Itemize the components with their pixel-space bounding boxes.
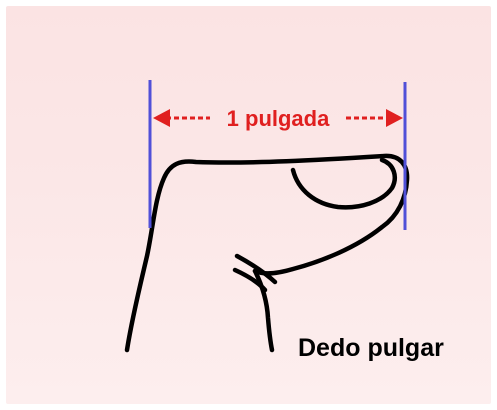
thumb-back-edge — [124, 153, 410, 353]
arrowhead-right-icon — [386, 109, 403, 127]
diagram-panel — [6, 6, 491, 404]
caption-label: Dedo pulgar — [298, 334, 444, 362]
arrowhead-left-icon — [153, 109, 170, 127]
thumb-outline-icon — [124, 153, 410, 353]
thumb-nail — [290, 157, 397, 210]
knuckle-crease-1 — [234, 253, 278, 285]
measurement-arrow: 1 pulgada — [153, 106, 403, 131]
measurement-label: 1 pulgada — [227, 106, 330, 131]
palm-edge — [252, 268, 275, 353]
